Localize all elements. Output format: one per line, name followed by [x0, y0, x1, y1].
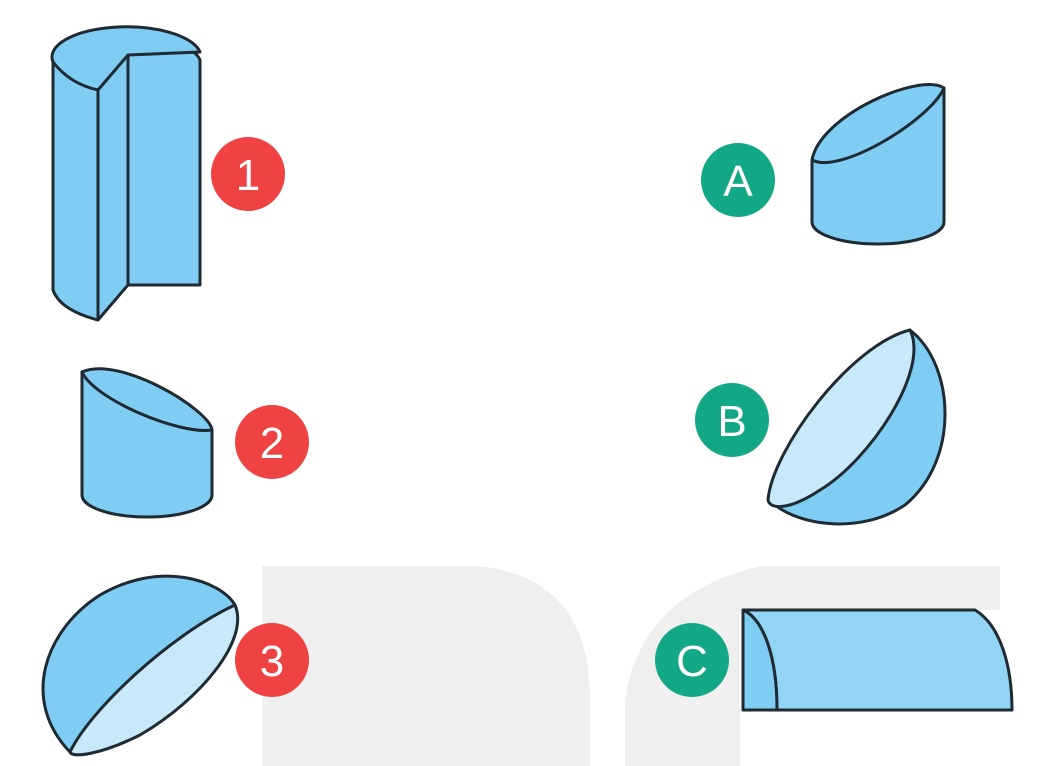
watermark-left-shape: [262, 566, 590, 766]
piece-b-half-sphere-bowl: [766, 328, 947, 526]
badge-2: 2: [235, 405, 309, 479]
badge-a: A: [701, 143, 775, 217]
solid-2-oblique-cylinder: [80, 367, 214, 519]
badge-3: 3: [235, 623, 309, 697]
solid-3-half-sphere: [41, 574, 240, 757]
badge-c: C: [655, 623, 729, 697]
watermark-logo: [262, 566, 1000, 766]
badge-2-label: 2: [260, 419, 284, 468]
badge-b-label: B: [717, 397, 746, 446]
badge-1: 1: [211, 137, 285, 211]
badge-c-label: C: [676, 637, 708, 686]
piece-a-oblique-cylinder: [810, 83, 946, 246]
watermark-right-shape: [625, 566, 1000, 766]
badge-b: B: [695, 383, 769, 457]
badge-1-label: 1: [236, 151, 260, 200]
piece-c-quarter-cylinder: [741, 608, 1014, 712]
solid-1-cylinder-with-wedge-cut: [50, 25, 202, 322]
badge-a-label: A: [723, 157, 753, 206]
badge-3-label: 3: [260, 637, 284, 686]
